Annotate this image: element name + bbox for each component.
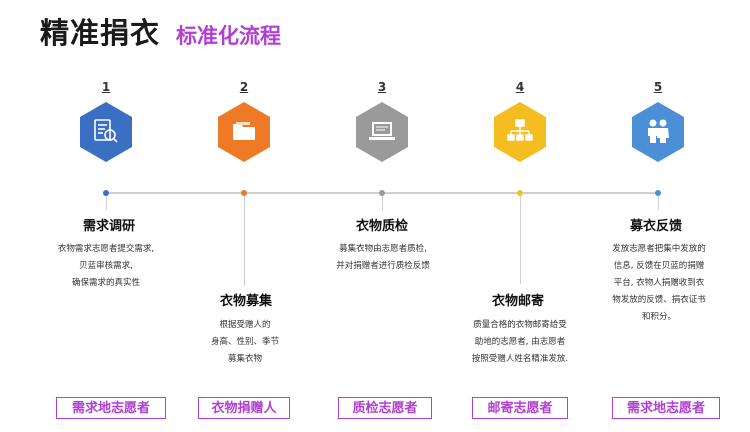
connector-4 (520, 196, 521, 284)
step-3-number: 3 (377, 80, 387, 94)
timeline-dot-5 (655, 190, 661, 196)
step-2-description: 根据受赠人的身高、性别、季节募集衣物 (210, 320, 279, 364)
step-3-hexagon (356, 102, 408, 162)
network-icon (507, 119, 533, 141)
laptop-icon (369, 122, 395, 140)
step-3-title: 衣物质检 (356, 219, 409, 234)
timeline-dot-2 (241, 190, 247, 196)
step-1-role-label: 需求地志愿者 (56, 397, 166, 419)
step-4-title: 衣物邮寄 (492, 294, 545, 309)
step-1-number: 1 (101, 80, 111, 94)
step-2-number: 2 (239, 80, 249, 94)
connector-2 (244, 196, 245, 286)
timeline-dot-1 (103, 190, 109, 196)
step-5-hexagon (632, 102, 684, 162)
connector-3 (382, 196, 383, 210)
step-5-role-label: 需求地志愿者 (612, 397, 720, 419)
connector-1 (106, 196, 107, 210)
folder-icon (233, 122, 255, 140)
step-4-hexagon (494, 102, 546, 162)
timeline-dot-4 (517, 190, 523, 196)
page-subtitle: 标准化流程 (176, 24, 281, 48)
step-4-role-label: 邮寄志愿者 (472, 397, 568, 419)
step-5-description: 发放志愿者把集中发放的信息, 反馈在贝蓝的捐赠平台, 衣物人捐赠收到衣物发放的反… (612, 244, 706, 322)
step-2-hexagon (218, 102, 270, 162)
step-3-description: 募集衣物由志愿者质检,并对捐赠者进行质检反馈 (336, 244, 430, 271)
page-title: 精准捐衣 (40, 16, 161, 50)
step-5-number: 5 (653, 80, 663, 94)
step-1-description: 衣物需求志愿者提交需求,贝蓝审核需求,确保需求的真实性 (57, 244, 155, 288)
timeline-dot-3 (379, 190, 385, 196)
connector-5 (658, 196, 659, 210)
step-4-description: 质量合格的衣物邮寄给受助地的志愿者, 由志愿者按照受赠人姓名精准发放. (471, 320, 569, 364)
step-5-title: 募衣反馈 (630, 219, 683, 234)
step-2-title: 衣物募集 (220, 294, 273, 309)
people-icon (648, 119, 669, 143)
step-3-role-label: 质检志愿者 (338, 397, 432, 419)
step-4-number: 4 (515, 80, 525, 94)
step-1-hexagon (80, 102, 132, 162)
document-search-icon (94, 119, 118, 143)
step-1-title: 需求调研 (83, 219, 136, 234)
step-2-role-label: 衣物捐赠人 (198, 397, 290, 419)
